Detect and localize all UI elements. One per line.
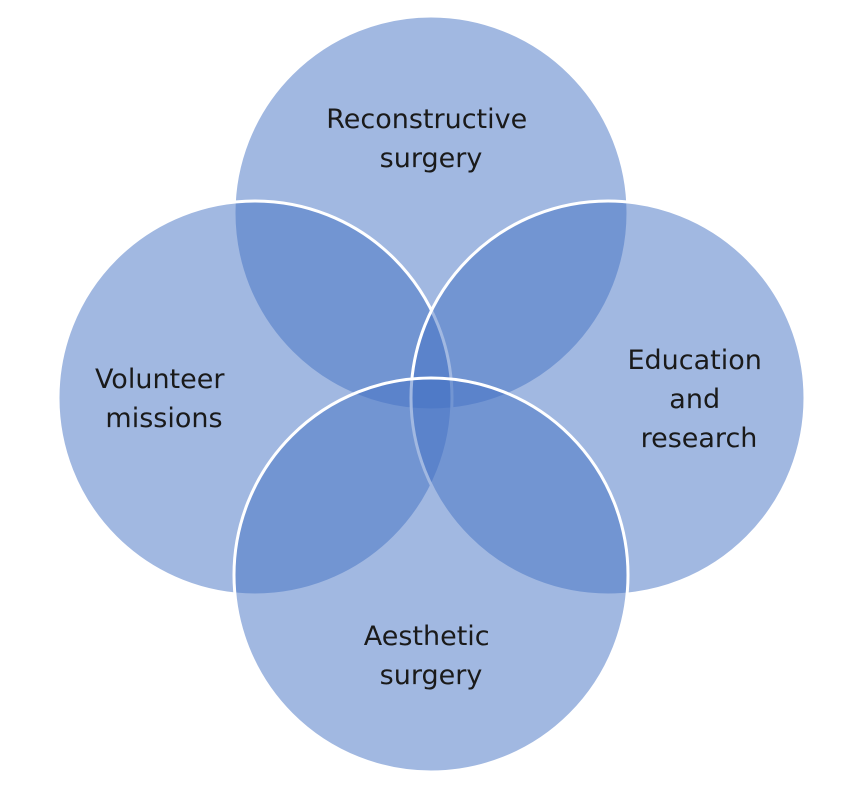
label-education-line-3: research	[641, 423, 758, 454]
label-education-line-1: Education	[627, 345, 761, 376]
circles-layer	[56, 14, 807, 774]
label-education-and-research: Education and research	[627, 345, 770, 454]
label-volunteer-line-2: missions	[105, 403, 222, 434]
label-education-line-2: and	[669, 384, 720, 415]
label-reconstructive-line-1: Reconstructive	[326, 104, 527, 135]
label-aesthetic-line-2: surgery	[380, 660, 483, 691]
labels-layer: Reconstructive surgery Education and res…	[95, 104, 770, 691]
circle-aesthetic-surgery	[232, 376, 630, 774]
label-aesthetic-surgery: Aesthetic surgery	[364, 621, 499, 691]
label-aesthetic-line-1: Aesthetic	[364, 621, 490, 652]
label-reconstructive-surgery: Reconstructive surgery	[326, 104, 536, 174]
label-volunteer-line-1: Volunteer	[95, 364, 225, 395]
label-volunteer-missions: Volunteer missions	[95, 364, 233, 434]
label-reconstructive-line-2: surgery	[380, 143, 483, 174]
